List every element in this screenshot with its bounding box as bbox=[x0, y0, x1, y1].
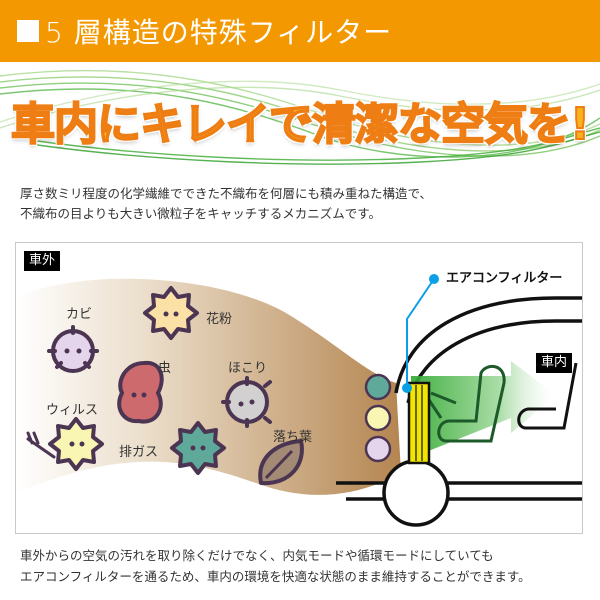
air-filter bbox=[407, 381, 431, 465]
outro-line-1: 車外からの空気の汚れを取り除くだけでなく、内気モードや循環モードにしていても bbox=[20, 548, 494, 563]
intro-line-1: 厚さ数ミリ程度の化学繊維でできた不織布を何層にも積み重ねた構造で、 bbox=[20, 186, 433, 201]
section-title: 5 層構造の特殊フィルター bbox=[45, 16, 393, 49]
rear-seat bbox=[517, 362, 578, 430]
particle-label-insect: 虫 bbox=[158, 361, 172, 376]
clean-air-arrow bbox=[411, 361, 556, 458]
particle-label-dust: ほこり bbox=[228, 361, 268, 376]
outro-line-2: エアコンフィルターを通るため、車内の環境を快適な状態のまま維持することができます… bbox=[20, 569, 531, 584]
particle-label-leaf: 落ち葉 bbox=[273, 430, 313, 445]
header-square-icon bbox=[17, 20, 39, 42]
insect-icon bbox=[117, 360, 164, 424]
exhaust-gas-icon bbox=[170, 421, 226, 475]
front-seat bbox=[437, 364, 506, 443]
inside-car-tag: 車内 bbox=[536, 353, 573, 373]
filter-diagram: 車外 車内 エアコンフィルター カビ 花粉 虫 ほこり ウィルス 排ガス 落ち葉 bbox=[15, 242, 583, 534]
filter-pointer-line bbox=[406, 278, 435, 388]
mold-icon bbox=[47, 325, 99, 373]
car-roof-outer bbox=[394, 296, 582, 394]
fallen-leaf-icon bbox=[258, 439, 304, 486]
dust-icon bbox=[221, 376, 272, 428]
green-wave-decoration bbox=[0, 69, 600, 165]
outside-car-tag: 車外 bbox=[24, 251, 61, 271]
intro-line-2: 不織布の目よりも大きい微粒子をキャッチするメカニズムです。 bbox=[20, 206, 382, 221]
air-filter-label: エアコンフィルター bbox=[446, 271, 563, 286]
particle-label-pollen: 花粉 bbox=[206, 312, 233, 327]
section-header: 5 層構造の特殊フィルター bbox=[0, 0, 600, 62]
particle-label-virus: ウィルス bbox=[46, 403, 99, 418]
front-wheel bbox=[382, 459, 450, 527]
catchphrase-heading: 車内にキレイで清潔な空気を! bbox=[10, 98, 591, 151]
virus-icon bbox=[26, 417, 104, 471]
pollen-icon bbox=[143, 286, 199, 340]
particle-label-exhaust: 排ガス bbox=[119, 445, 159, 460]
outro-text: 車外からの空気の汚れを取り除くだけでなく、内気モードや循環モードにしていても エ… bbox=[20, 545, 590, 587]
intro-text: 厚さ数ミリ程度の化学繊維でできた不織布を何層にも積み重ねた構造で、 不織布の目よ… bbox=[20, 184, 580, 224]
particle-label-mold: カビ bbox=[66, 307, 93, 322]
diagram-illustration bbox=[16, 274, 582, 527]
outside-air-swoosh bbox=[16, 278, 401, 495]
